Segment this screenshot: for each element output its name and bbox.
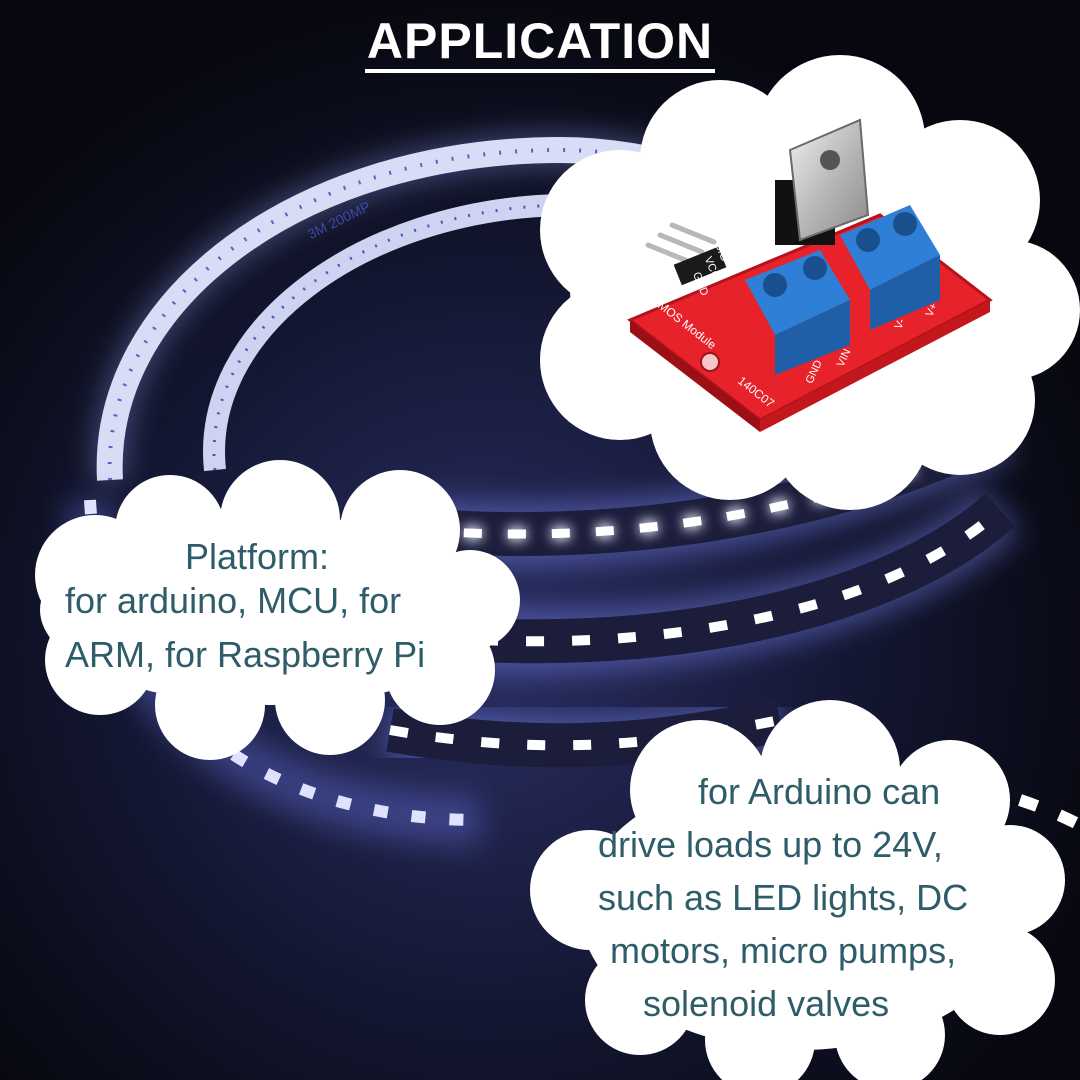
platform-text: Platform: for arduino, MCU, for ARM, for… (40, 535, 490, 677)
terminal-block-left (745, 250, 850, 375)
loads-line: motors, micro pumps, (610, 930, 957, 971)
platform-line: ARM, for Raspberry Pi (65, 634, 426, 675)
mos-module-board (627, 118, 993, 432)
page-title-text: APPLICATION (364, 13, 716, 73)
module-cloud (540, 55, 1080, 510)
loads-cloud (530, 700, 1065, 1080)
terminal-block-right (840, 205, 940, 330)
loads-line: such as LED lights, DC (598, 877, 969, 918)
loads-text: for Arduino can drive loads up to 24V, s… (575, 765, 1045, 1030)
loads-line: drive loads up to 24V, (598, 824, 943, 865)
platform-line: for arduino, MCU, for (65, 580, 402, 621)
loads-line: for Arduino can (698, 771, 941, 812)
page-title: APPLICATION (0, 12, 1080, 73)
platform-line: Platform: (185, 536, 330, 577)
platform-cloud (35, 460, 520, 760)
loads-line: solenoid valves (643, 983, 890, 1024)
